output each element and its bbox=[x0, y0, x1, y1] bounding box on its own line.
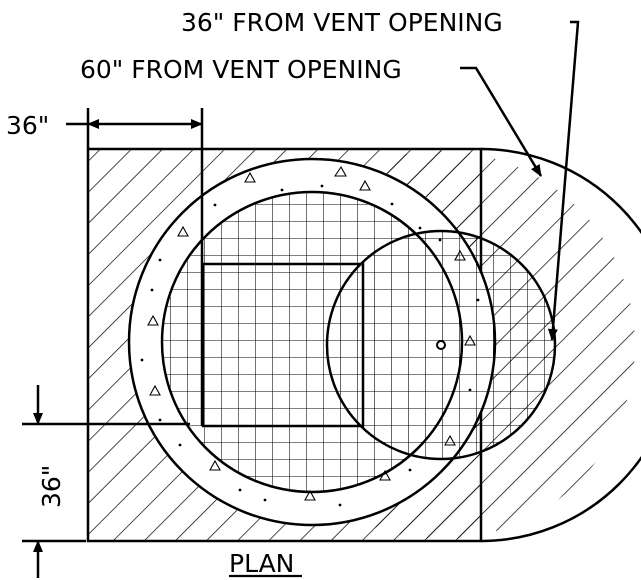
label-dimension-horizontal: 36" bbox=[6, 111, 49, 140]
dimension-horizontal bbox=[66, 108, 204, 426]
leader-36in bbox=[547, 20, 580, 341]
label-36in-from-vent: 36" FROM VENT OPENING bbox=[181, 8, 503, 37]
label-dimension-vertical: 36" bbox=[37, 465, 66, 508]
vent-opening-icon bbox=[436, 340, 446, 350]
dimension-vertical bbox=[22, 385, 190, 578]
label-60in-from-vent: 60" FROM VENT OPENING bbox=[80, 55, 402, 84]
view-title: PLAN bbox=[229, 549, 294, 578]
leader-60in bbox=[460, 66, 543, 177]
